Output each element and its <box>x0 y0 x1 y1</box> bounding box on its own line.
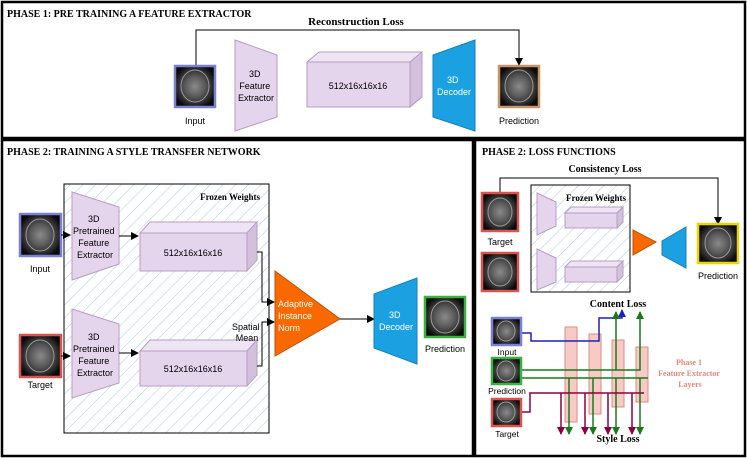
phase2-decoder-label: 3D Decoder <box>379 310 413 332</box>
consistency-loss-label: Consistency Loss <box>568 164 641 175</box>
loss-target2-label: Target <box>495 429 519 439</box>
phase2-target-label: Target <box>27 380 53 390</box>
phase1-prediction-label: Prediction <box>499 116 539 126</box>
spatial-mean-label: Spatial Mean <box>232 322 262 343</box>
loss-target-label: Target <box>487 237 513 247</box>
adain-block <box>274 270 341 357</box>
loss-extractor-bottom <box>536 248 557 291</box>
phase1-latent-label: 512x16x16x16 <box>329 81 388 91</box>
loss-panel-title: PHASE 2: LOSS FUNCTIONS <box>482 147 616 158</box>
phase2-input-image <box>18 212 63 258</box>
phase1-title: PHASE 1: PRE TRAINING A FEATURE EXTRACTO… <box>7 9 252 20</box>
phase2-title: PHASE 2: TRAINING A STYLE TRANSFER NETWO… <box>7 147 261 158</box>
phase2-prediction-image <box>423 295 467 339</box>
loss-frozen-label: Frozen Weights <box>566 193 626 203</box>
phase1-prediction-image <box>497 64 541 109</box>
feature-layer-1 <box>564 326 578 423</box>
phase2-latent-top <box>138 220 259 273</box>
phase1-decoder <box>432 39 476 132</box>
feature-layers-label: Phase 1 Feature Extractor Layers <box>658 358 722 389</box>
phase2-latent-bottom-label: 512x16x16x16 <box>164 364 223 374</box>
phase1-panel <box>0 0 747 140</box>
phase2-latent-top-label: 512x16x16x16 <box>164 248 223 258</box>
phase1-decoder-label: 3D Decoder <box>437 75 471 97</box>
phase1-extractor-label: 3D Feature Extractor <box>238 69 274 103</box>
phase2-extractor-top <box>71 191 120 281</box>
loss-decoder <box>661 226 687 269</box>
loss-latent-top <box>563 205 625 230</box>
phase2-prediction-label: Prediction <box>425 344 465 354</box>
consistency-loss-arrow <box>499 177 722 225</box>
arrow-latent-top-adain <box>257 251 275 306</box>
frozen-weights-label: Frozen Weights <box>200 192 260 202</box>
loss-second-image <box>480 251 520 293</box>
loss-latent-bottom <box>563 259 625 284</box>
loss-prediction2-image <box>490 356 523 386</box>
loss-panel <box>473 138 747 458</box>
loss-extractor-top <box>536 192 557 236</box>
feature-layer-2 <box>588 333 602 415</box>
phase2-input-label: Input <box>30 264 51 274</box>
loss-target2-image <box>490 397 523 428</box>
phase2-panel <box>0 138 475 458</box>
phase2-extractor-top-label: 3D Pretrained Feature Extractor <box>73 214 117 260</box>
content-loss-prediction-path <box>522 311 644 371</box>
phase2-extractor-bottom-label: 3D Pretrained Feature Extractor <box>73 332 117 378</box>
phase1-input-label: Input <box>185 116 206 126</box>
feature-layer-3 <box>611 339 625 408</box>
content-loss-input-path <box>522 309 626 342</box>
phase1-latent-block <box>305 50 424 109</box>
loss-input-image <box>490 316 523 347</box>
phase2-target-image <box>18 333 63 379</box>
feature-layer-4 <box>635 346 649 403</box>
style-loss-target-path <box>522 392 644 413</box>
content-loss-label: Content Loss <box>590 299 647 310</box>
phase2-decoder <box>373 277 418 365</box>
loss-target-image <box>480 191 520 233</box>
loss-input-label: Input <box>498 347 518 357</box>
phase1-feature-extractor <box>234 39 278 132</box>
phase2-extractor-bottom <box>71 308 120 399</box>
loss-adain <box>632 229 658 256</box>
phase2-latent-bottom <box>138 338 259 388</box>
reconstruction-loss-label: Reconstruction Loss <box>308 16 404 28</box>
adain-label: Adaptive Instance Norm <box>278 299 316 333</box>
phase1-input-image <box>173 64 217 109</box>
arrow-latent-bottom-adain <box>257 318 275 367</box>
reconstruction-loss-arrow <box>195 29 523 68</box>
style-loss-label: Style Loss <box>596 434 639 445</box>
loss-prediction-label: Prediction <box>698 271 738 281</box>
loss-prediction2-label: Prediction <box>488 386 526 396</box>
loss-prediction-image <box>696 222 740 265</box>
